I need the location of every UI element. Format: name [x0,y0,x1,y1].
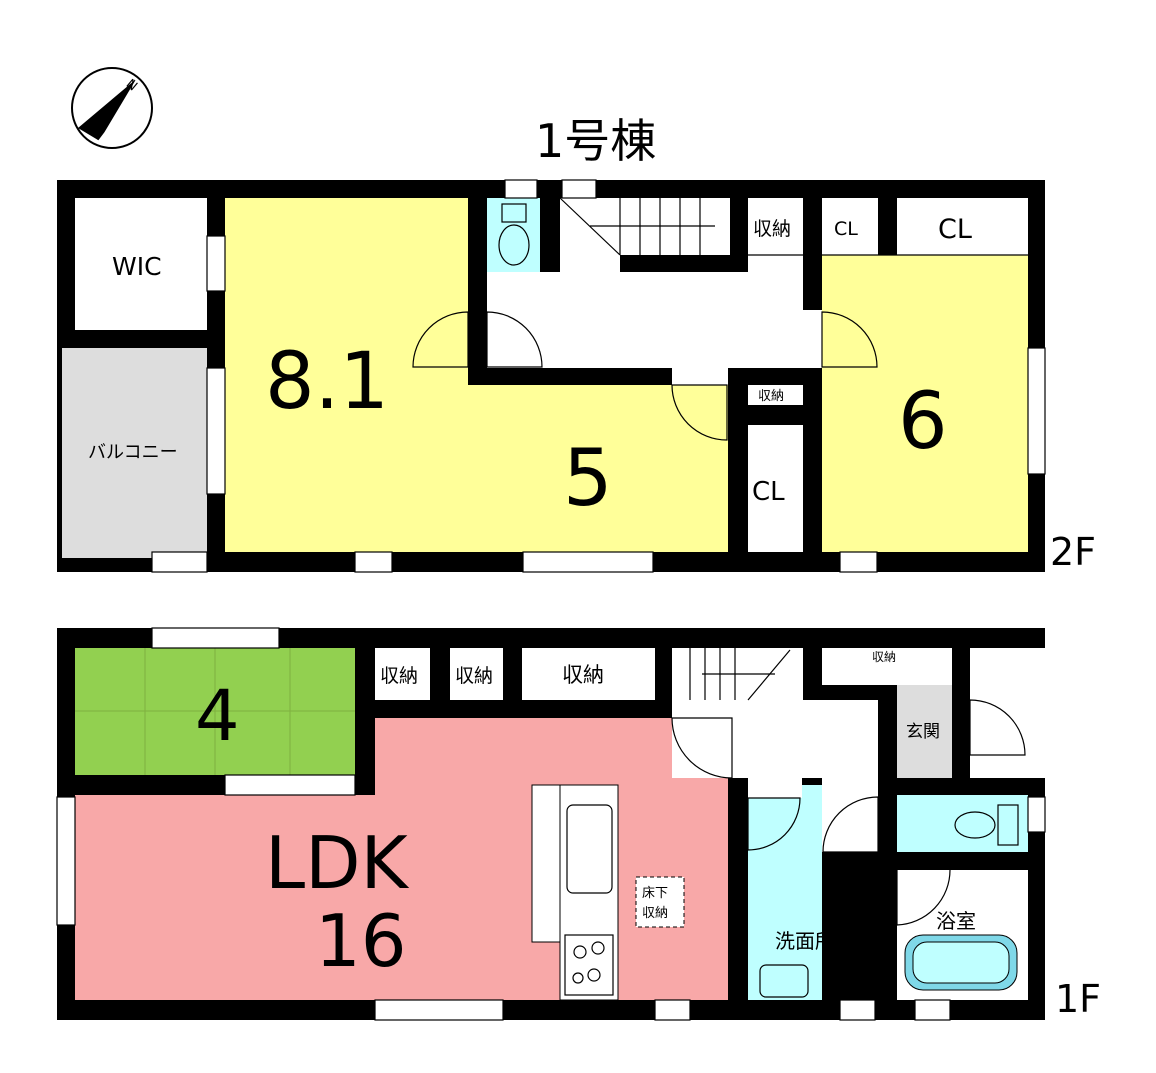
hall-2f [487,272,803,368]
stove-icon [564,934,614,996]
room-6 [822,272,1028,552]
bathroom-label: 浴室 [936,909,976,933]
toilet-1f [897,795,1028,852]
kitchen-bar [531,784,561,943]
ldk-size-label: 16 [315,899,407,983]
corridor-1f [822,778,878,852]
hall-1f [672,700,878,778]
ldk-room [75,795,545,1000]
storage-1f-1 [375,648,430,700]
storage-1f-4-label: 収納 [872,650,896,664]
entrance-label: 玄関 [906,722,940,742]
storage-2f-2 [748,385,803,405]
closet-edge [822,255,1028,272]
room-5-label: 5 [563,434,613,524]
floor1-label: 1F [1055,977,1101,1021]
balcony [62,348,207,558]
stairs-icon [689,648,791,701]
entrance-floor [897,685,952,778]
room-8-1 [225,198,468,552]
cl-2f-1-label: CL [834,218,858,240]
cl-2f-3 [748,425,803,552]
ldk-label: LDK [265,821,410,905]
storage-2f-1-label: 収納 [753,218,791,240]
door-opening [748,778,802,798]
storage-1f-1-label: 収納 [380,665,418,687]
storage-1f-3-label: 収納 [562,663,604,687]
floor-1: 4 LDK 16 収納 収納 収納 収納 玄関 床下 収納 洗面所 浴室 1F [56,627,1101,1021]
washroom-label: 洗面所 [775,929,835,953]
sink-icon [566,804,613,894]
door-opening [672,368,728,385]
washroom [748,785,822,1000]
compass-icon: N [71,67,153,149]
washitsu-label: 4 [195,675,240,757]
storage-1f-3 [522,648,655,700]
storage-2f-2-label: 収納 [758,389,784,404]
storage-2f-1 [748,198,803,272]
tatami-lines [75,648,355,775]
floor-2: WIC バルコニー 8.1 5 6 収納 CL CL 収納 CL 2F [57,179,1096,574]
storage-1f-4 [822,648,952,685]
floor2-label: 2F [1050,530,1096,574]
cl-2f-3-label: CL [752,477,785,507]
underfloor-storage [635,876,685,928]
wic-room [75,198,207,330]
cl-2f-2-label: CL [938,214,972,245]
outside-entrance [970,648,1045,778]
building-title: 1号棟 [535,114,656,168]
balcony-label: バルコニー [88,442,178,463]
room-8-1-label: 8.1 [265,337,389,427]
underfloor-label-2: 収納 [642,906,668,921]
storage-1f-2-label: 収納 [455,665,493,687]
stairs-icon [559,197,715,256]
washbasin-icon [759,964,809,998]
toilet-icon [498,224,530,266]
stair-landing [560,255,620,275]
storage-1f-2 [450,648,503,700]
door-opening [803,310,822,368]
room-5 [448,385,728,552]
room-6-label: 6 [898,377,948,467]
underfloor-label-1: 床下 [642,886,668,901]
toilet-icon [954,811,996,839]
wic-label: WIC [112,252,162,281]
